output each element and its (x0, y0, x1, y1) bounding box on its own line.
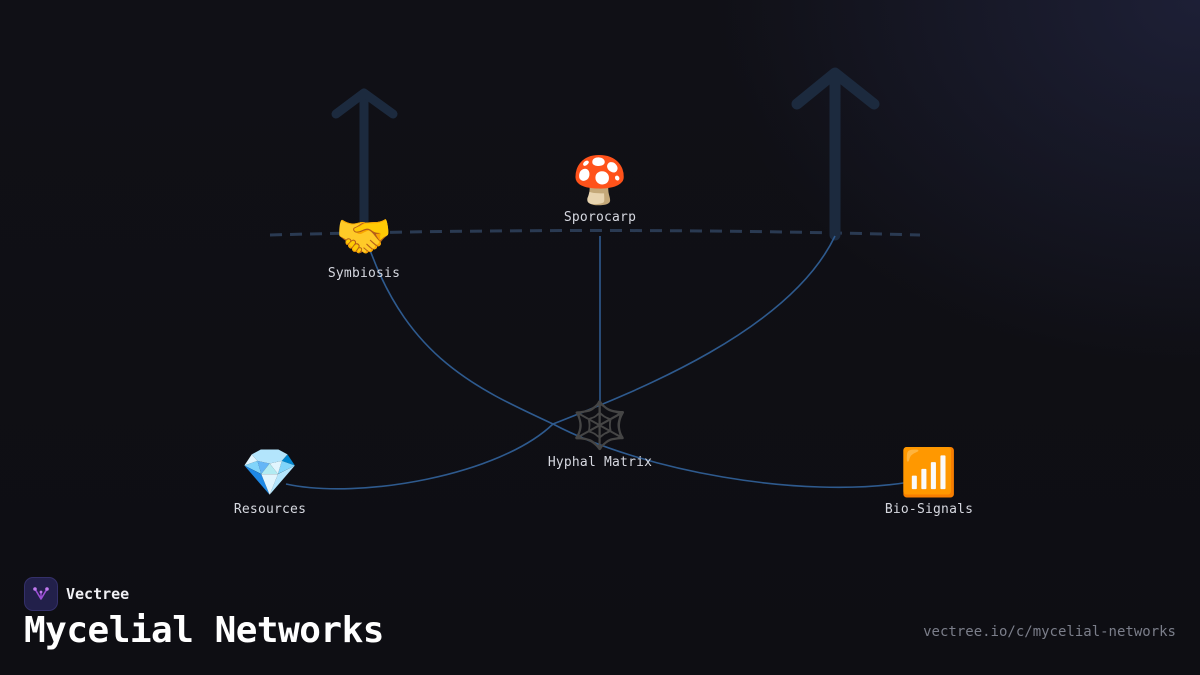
page-title: Mycelial Networks (24, 610, 384, 651)
node-label: Resources (233, 502, 307, 517)
node-label: Bio-Signals (884, 502, 974, 517)
gem-icon: 💎 (241, 445, 299, 499)
node-label: Symbiosis (327, 266, 401, 281)
node-label: Hyphal Matrix (547, 455, 653, 470)
page-url[interactable]: vectree.io/c/mycelial-networks (923, 624, 1176, 640)
edge-arrow-resources (285, 235, 836, 490)
signal-bars-icon: 📶 (900, 445, 958, 499)
mushroom-icon: 🍄 (571, 153, 629, 207)
brand[interactable]: Vectree (24, 577, 129, 611)
ground-line (269, 229, 921, 237)
edge-symbiosis-bio-signals (369, 249, 911, 489)
growth-arrow-right (791, 67, 880, 241)
node-sporocarp[interactable]: 🍄 Sporocarp (564, 154, 636, 225)
node-symbiosis[interactable]: 🤝 Symbiosis (328, 210, 400, 281)
vectree-logo-icon (24, 577, 58, 611)
node-hyphal-matrix[interactable]: 🕸️ Hyphal Matrix (548, 399, 652, 470)
node-bio-signals[interactable]: 📶 Bio-Signals (885, 446, 973, 517)
handshake-icon: 🤝 (335, 209, 393, 263)
spider-web-icon: 🕸️ (571, 398, 629, 452)
node-label: Sporocarp (563, 210, 637, 225)
node-resources[interactable]: 💎 Resources (234, 446, 306, 517)
growth-arrow-left (331, 88, 398, 237)
brand-name: Vectree (66, 585, 130, 603)
